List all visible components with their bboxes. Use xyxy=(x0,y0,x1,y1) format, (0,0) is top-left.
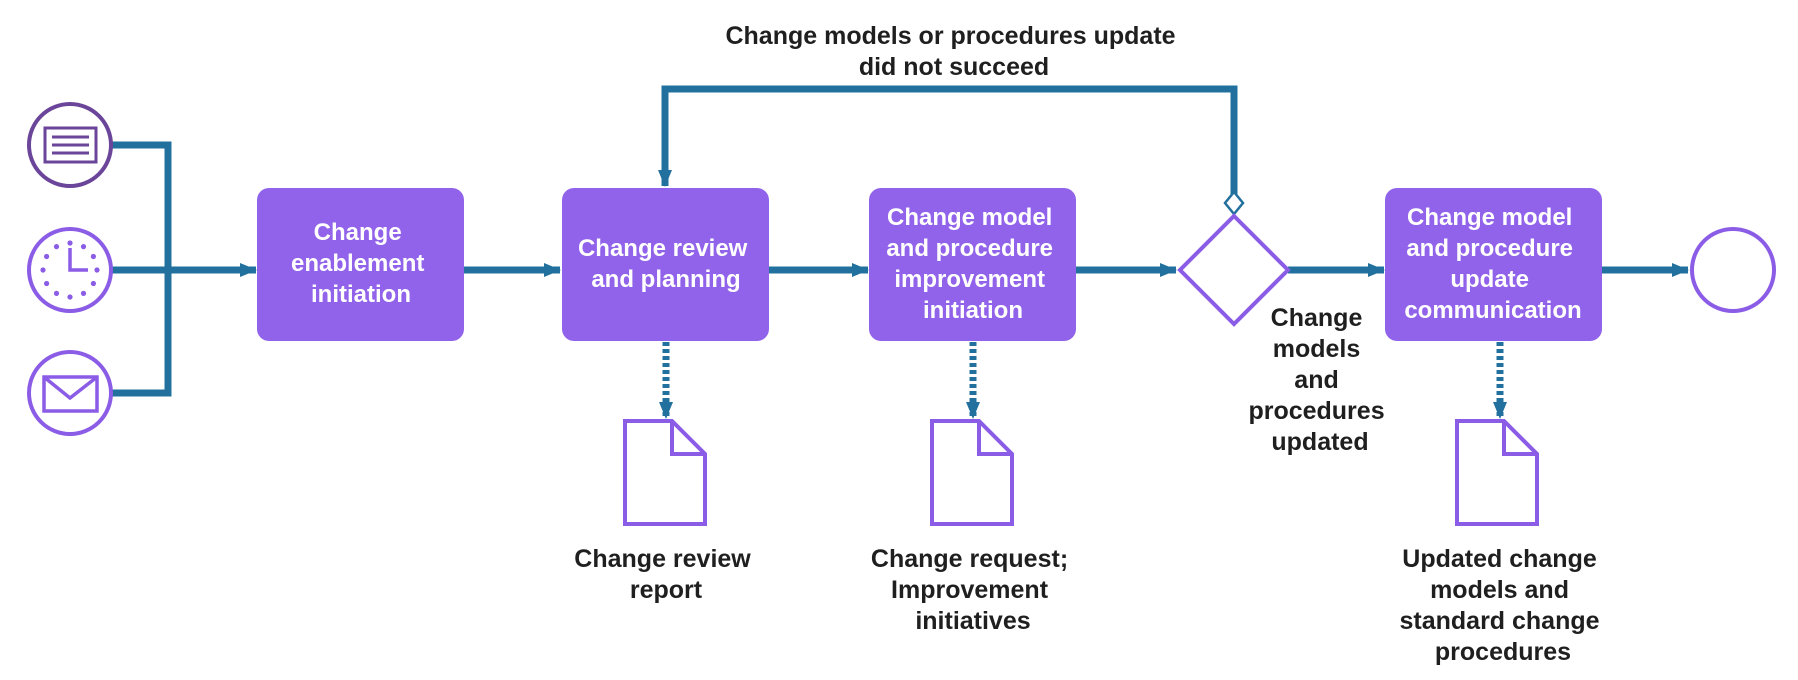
task-change-enablement-initiation[interactable]: Change enablement initiation xyxy=(257,188,464,341)
task-change-model-improvement-initiation[interactable]: Change model and procedure improvement i… xyxy=(869,188,1076,341)
loop-flow-label: Change models or procedures update did n… xyxy=(725,22,1182,81)
task-label: Change enablement initiation xyxy=(291,219,431,308)
gateway-outcome-label: Change models and procedures updated xyxy=(1248,304,1391,456)
task-change-review-and-planning[interactable]: Change review and planning xyxy=(562,188,769,341)
envelope-icon xyxy=(42,375,99,413)
start-event-envelope[interactable] xyxy=(27,350,113,436)
task-label: Change review and planning xyxy=(578,235,754,293)
task-change-model-update-communication[interactable]: Change model and procedure update commun… xyxy=(1385,188,1602,341)
task-label: Change model and procedure update commun… xyxy=(1404,204,1581,324)
task-label: Change model and procedure improvement i… xyxy=(886,204,1059,324)
conditional-flow-marker xyxy=(1223,190,1245,216)
artifact-label-change-review-report: Change review report xyxy=(574,545,757,604)
clock-icon xyxy=(40,240,100,300)
end-event[interactable] xyxy=(1690,227,1776,313)
data-object-change-request[interactable] xyxy=(930,419,1014,526)
document-icon xyxy=(930,419,1014,526)
start-event-clock[interactable] xyxy=(27,227,113,313)
start-event-document[interactable] xyxy=(27,102,113,188)
decision-gateway[interactable] xyxy=(1177,213,1291,327)
document-icon xyxy=(623,419,707,526)
document-icon xyxy=(43,126,98,164)
start-merge-lines xyxy=(112,141,257,397)
artifact-label-updated-change-models: Updated change models and standard chang… xyxy=(1399,545,1606,666)
data-object-updated-change-models[interactable] xyxy=(1455,419,1539,526)
data-associations xyxy=(659,342,1507,419)
data-object-change-review-report[interactable] xyxy=(623,419,707,526)
artifact-label-change-request: Change request; Improvement initiatives xyxy=(871,545,1075,635)
document-icon xyxy=(1455,419,1539,526)
